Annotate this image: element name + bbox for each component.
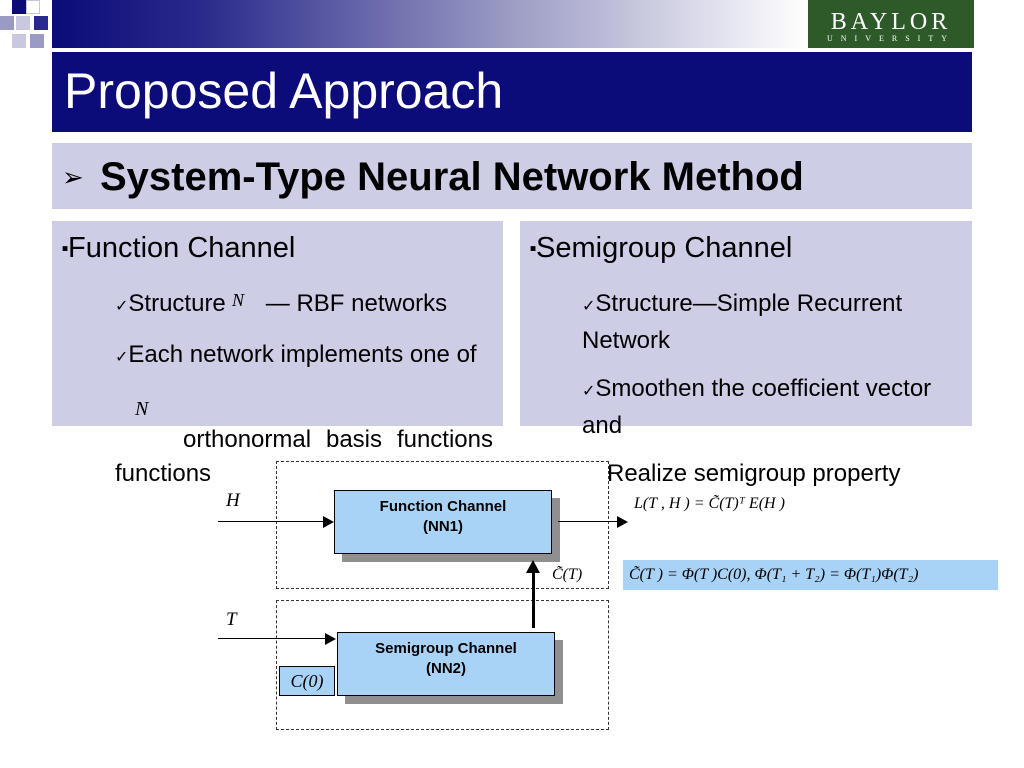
left-item-implements-text: Each network implements one of bbox=[128, 341, 477, 368]
c0-label: C(0) bbox=[290, 671, 324, 691]
input-t-arrowhead-icon bbox=[325, 633, 336, 645]
nn1-box: Function Channel (NN1) bbox=[334, 490, 552, 554]
decorative-squares bbox=[0, 0, 64, 64]
c0-box: C(0) bbox=[279, 666, 335, 696]
logo-name: BAYLOR bbox=[830, 9, 952, 35]
input-t-label: T bbox=[226, 609, 237, 630]
input-h-label: H bbox=[226, 490, 240, 511]
input-t-arrow bbox=[218, 638, 326, 639]
ct-arrow bbox=[532, 572, 535, 628]
n-overlay-1: N bbox=[232, 290, 245, 310]
input-h-arrow bbox=[218, 521, 324, 522]
check-icon: ✓ bbox=[582, 298, 596, 315]
left-item-structure-prefix: Structure bbox=[128, 290, 226, 317]
right-item-structure: ✓Structure—Simple Recurrent Network bbox=[582, 287, 967, 358]
right-item-semigroup: Realize semigroup property bbox=[607, 460, 901, 487]
ct-arrowhead-icon bbox=[526, 560, 540, 573]
check-icon: ✓ bbox=[115, 298, 129, 315]
right-item-smoothen-text: Smoothen the coefficient vector and bbox=[582, 375, 932, 439]
left-item-structure-text: — RBF networks bbox=[265, 290, 448, 317]
square-bullet-icon: ■ bbox=[530, 243, 537, 255]
function-channel-heading: ■Function Channel bbox=[62, 231, 295, 266]
left-item-implements: ✓Each network implements one of bbox=[115, 338, 493, 375]
slide-subtitle: System-Type Neural Network Method bbox=[100, 155, 804, 199]
top-gradient-bar bbox=[52, 0, 807, 48]
nn2-box: Semigroup Channel (NN2) bbox=[337, 632, 555, 696]
nn2-label: Semigroup Channel bbox=[375, 640, 517, 657]
title-bar bbox=[52, 52, 972, 132]
function-channel-panel bbox=[52, 221, 503, 426]
right-item-structure-text: Structure—Simple Recurrent Network bbox=[582, 290, 903, 354]
check-icon: ✓ bbox=[582, 383, 596, 400]
ct-label: C̃(T) bbox=[552, 566, 583, 583]
arrow-bullet-icon: ➢ bbox=[62, 162, 84, 192]
right-item-smoothen: ✓Smoothen the coefficient vector and bbox=[582, 372, 942, 443]
left-item-basis-functions: orthonormal basis functions bbox=[115, 423, 493, 457]
check-icon: ✓ bbox=[115, 349, 129, 366]
nn2-sublabel: (NN2) bbox=[426, 660, 466, 677]
left-item-structure: ✓Structure — RBF networks bbox=[115, 287, 447, 324]
nn1-label: Function Channel bbox=[379, 498, 507, 515]
function-channel-heading-text: Function Channel bbox=[68, 232, 296, 264]
square-bullet-icon: ■ bbox=[62, 243, 69, 255]
output-arrow bbox=[558, 521, 618, 522]
function-dashed-region bbox=[276, 461, 609, 589]
semigroup-channel-heading-text: Semigroup Channel bbox=[536, 232, 793, 264]
semigroup-formula: C̃(T ) = Φ(T )C(0), Φ(T₁ + T₂) = Φ(T₁)Φ(… bbox=[629, 566, 919, 583]
semigroup-channel-panel bbox=[520, 221, 972, 426]
nn1-sublabel: (NN1) bbox=[423, 518, 463, 535]
subtitle-bar bbox=[52, 143, 972, 209]
left-item-basis-functions-text: orthonormal basis functions bbox=[183, 426, 493, 453]
output-arrowhead-icon bbox=[617, 516, 628, 528]
n-overlay-2: N bbox=[135, 398, 149, 420]
semigroup-channel-heading: ■Semigroup Channel bbox=[530, 231, 792, 266]
functions-word: functions bbox=[115, 460, 212, 487]
logo-subtitle: UNIVERSITY bbox=[827, 34, 955, 43]
output-equation: L(T , H ) = C̃(T)ᵀ E(H ) bbox=[634, 495, 785, 512]
semigroup-dashed-region bbox=[276, 600, 609, 730]
slide-title: Proposed Approach bbox=[64, 63, 504, 119]
university-logo: BAYLOR UNIVERSITY bbox=[808, 0, 974, 48]
semigroup-formula-box: C̃(T ) = Φ(T )C(0), Φ(T₁ + T₂) = Φ(T₁)Φ(… bbox=[623, 560, 998, 590]
input-h-arrowhead-icon bbox=[323, 516, 334, 528]
